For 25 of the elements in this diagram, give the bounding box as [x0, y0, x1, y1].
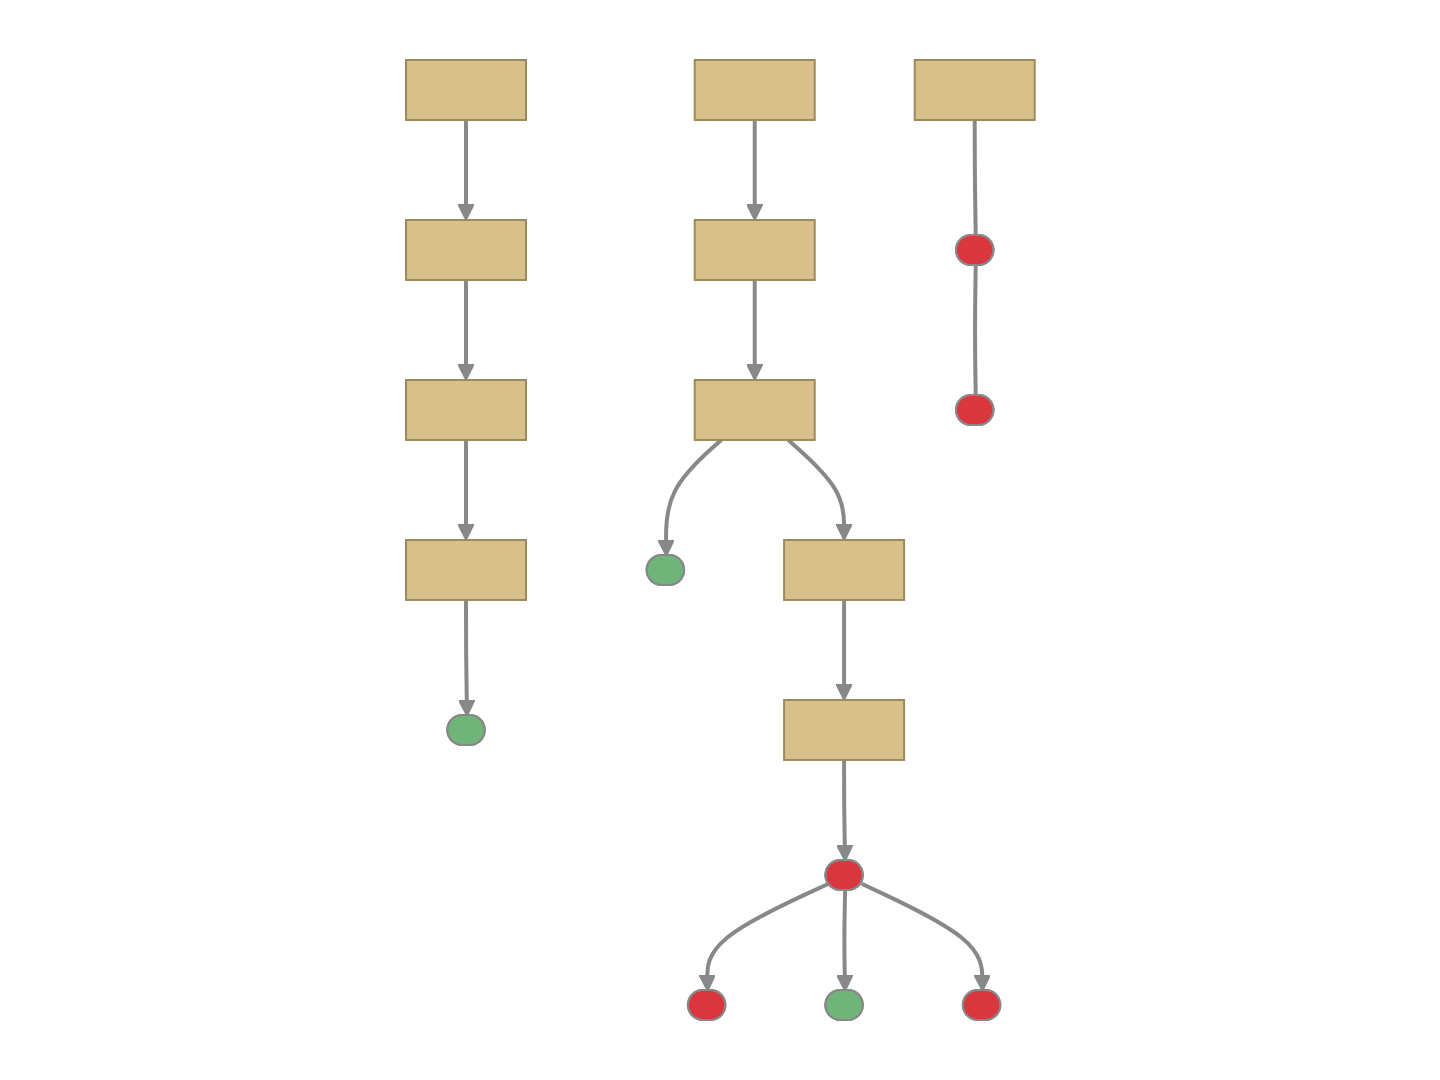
arrow: [745, 120, 764, 221]
arrow: [456, 280, 475, 381]
node-bar: [404, 379, 527, 441]
node-bar: [913, 59, 1036, 122]
arrow: [456, 120, 475, 221]
node-bar: [782, 539, 905, 601]
arrow: [656, 438, 723, 557]
arrow: [835, 890, 854, 992]
node-bar: [404, 219, 527, 281]
node-bar: [782, 699, 905, 761]
node-bar: [404, 59, 527, 122]
arrow: [834, 600, 853, 701]
arrow: [786, 438, 853, 541]
connector: [972, 266, 978, 397]
arrow: [456, 440, 475, 541]
arrow: [745, 280, 764, 381]
node-bar: [693, 379, 816, 441]
node-bar: [693, 59, 816, 122]
arrow: [860, 882, 991, 992]
arrow: [835, 760, 854, 862]
connector: [972, 120, 978, 237]
arrow: [698, 882, 829, 992]
node-bar: [404, 539, 527, 601]
arrow: [457, 600, 476, 717]
node-bar: [693, 219, 816, 281]
